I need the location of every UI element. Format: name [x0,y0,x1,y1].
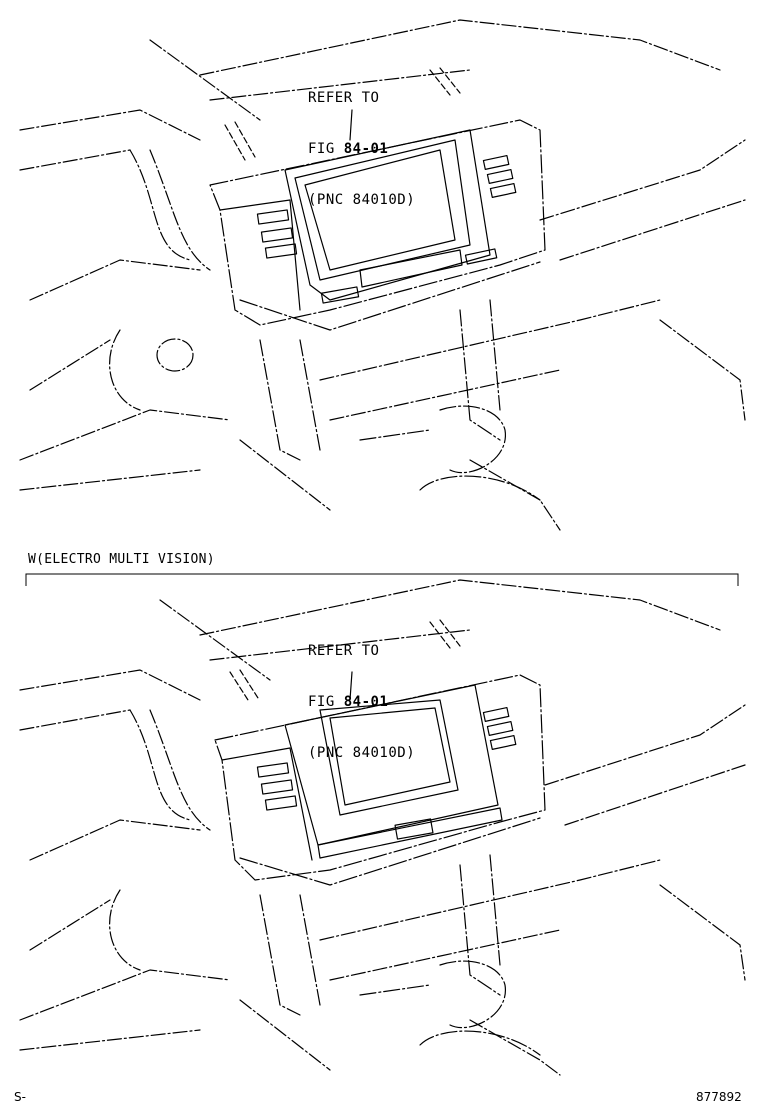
callout-fig-line: FIG 84-01 [308,694,415,711]
footer-left-mark: S- [14,1090,26,1104]
callout-refer-line: REFER TO [308,90,380,106]
callout-pnc-line: (PNC 84010D) [308,192,416,208]
variant-bracket [25,573,739,586]
steering-outline [109,149,211,411]
vent-slots [229,619,461,701]
diagram-panel-bottom: REFER TO FIG 84-01 (PNC 84010D) [0,560,760,1080]
callout-fig-number: 84-01 [343,141,389,157]
diagram-panel-top: REFER TO FIG 84-01 (PNC 84010D) [0,0,760,540]
callout-fig-prefix: FIG [308,694,344,710]
part-callout-top: REFER TO FIG 84-01 (PNC 84010D) [308,56,415,243]
drawing-number: 877892 [696,1090,742,1104]
callout-fig-number: 84-01 [343,694,389,710]
center-console [214,674,546,886]
dashboard-illustration-top [19,19,746,531]
part-callout-bottom: REFER TO FIG 84-01 (PNC 84010D) [308,609,415,796]
callout-leader-line [349,671,353,701]
callout-fig-line: FIG 84-01 [308,141,415,158]
callout-pnc-line: (PNC 84010D) [308,745,416,761]
lower-console [259,299,541,501]
callout-fig-prefix: FIG [308,141,344,157]
variant-label: W(ELECTRO MULTI VISION) [28,552,215,567]
callout-leader-line [349,109,353,141]
callout-refer-line: REFER TO [308,643,380,659]
dash-outline-lines [19,19,746,531]
center-console [209,119,546,331]
lower-console [259,854,541,1056]
dashboard-illustration-bottom [19,579,746,1076]
dash-outline-lines [19,579,746,1076]
steering-outline [109,709,211,971]
vent-slots [224,67,461,161]
